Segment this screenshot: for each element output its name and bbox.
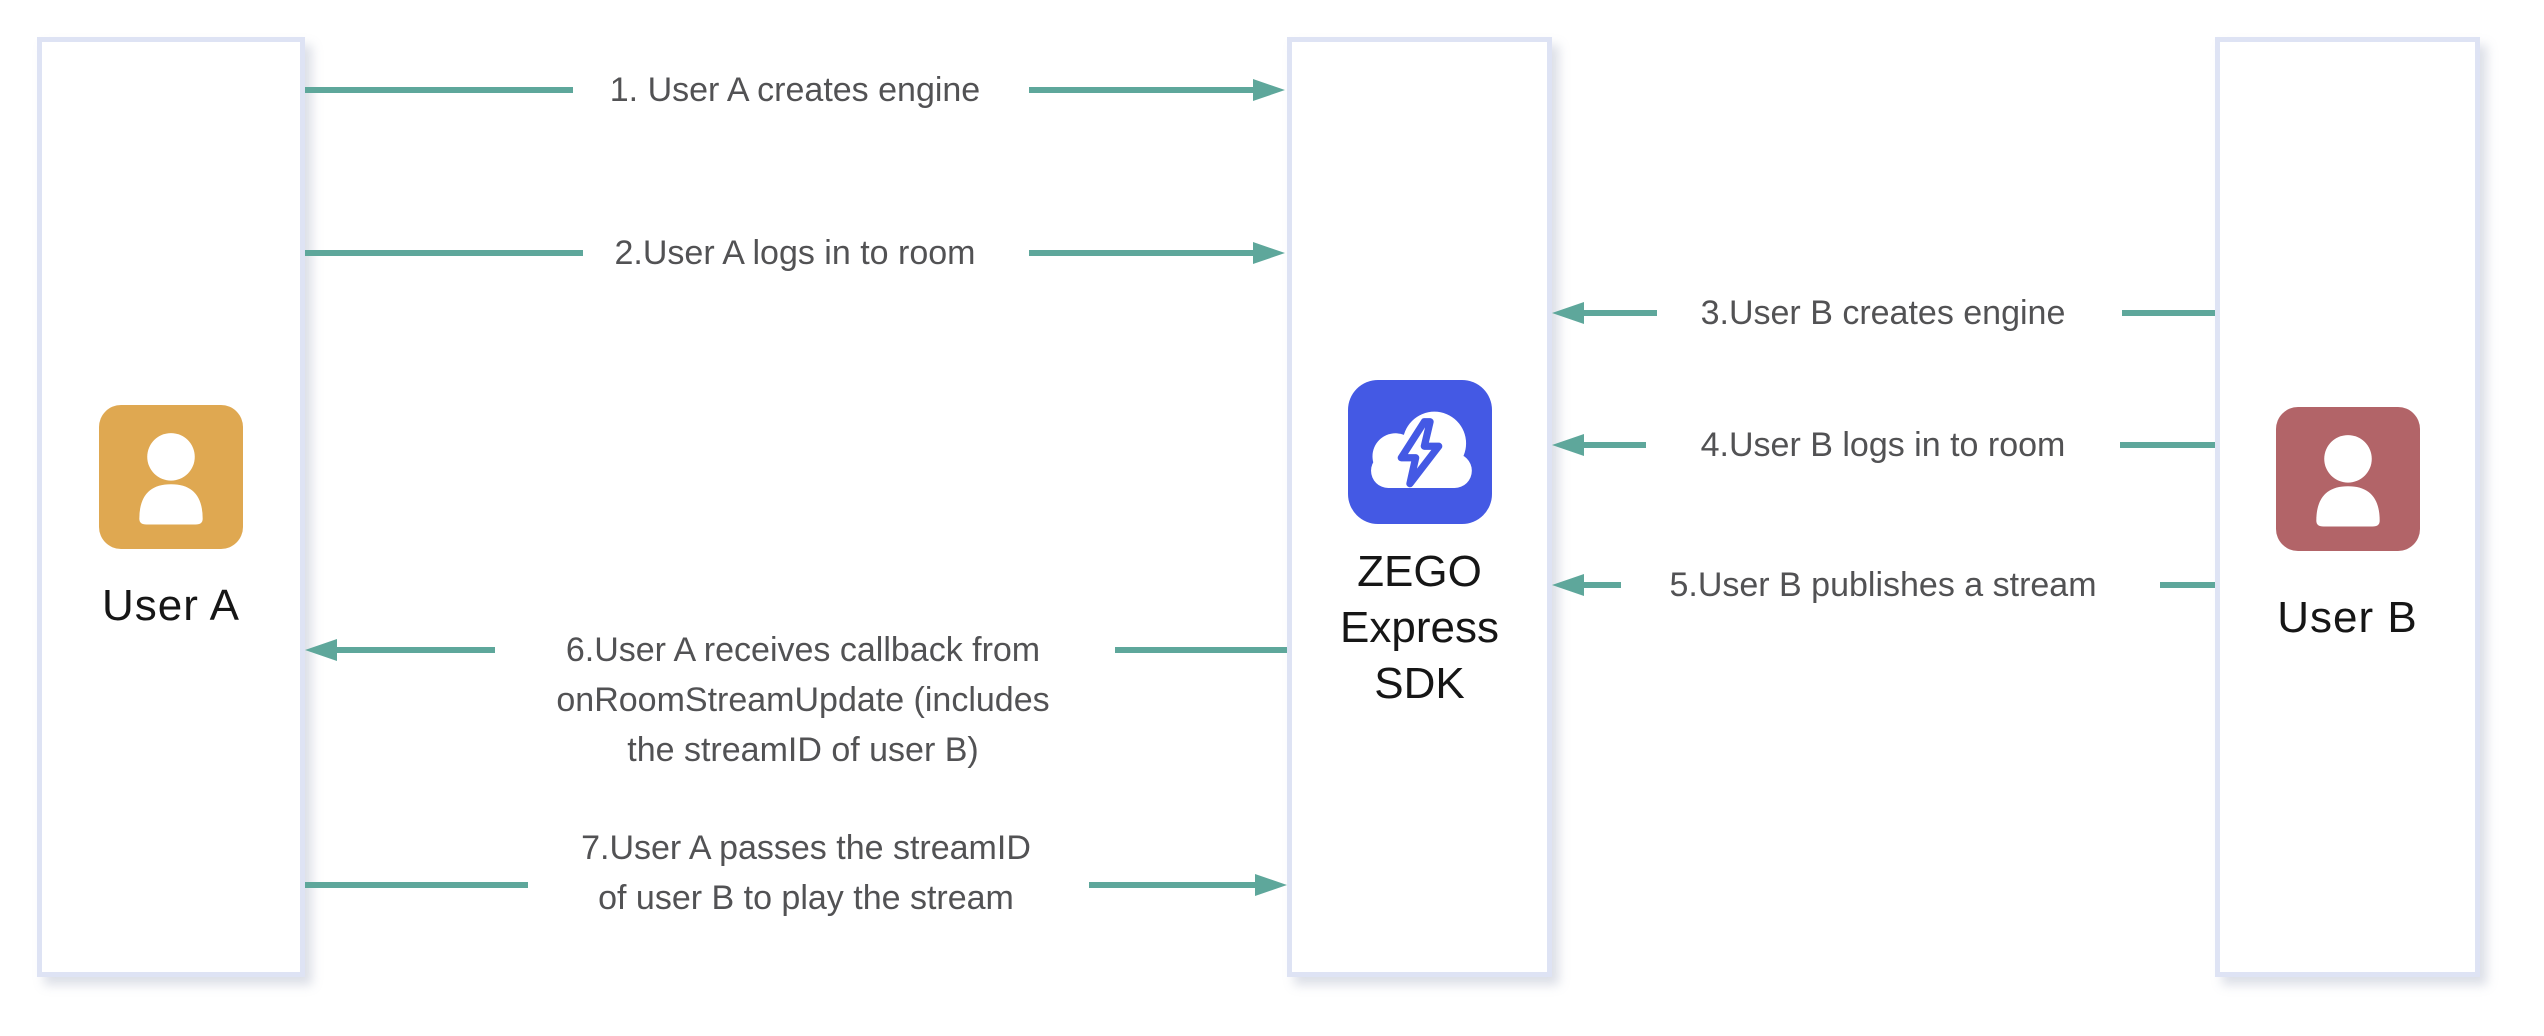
- message-3-line-right: [2122, 310, 2215, 316]
- message-7-line-left: [305, 882, 528, 888]
- user-b-person-icon: [2275, 407, 2420, 551]
- message-7-label-line-1: 7.User A passes the streamID: [581, 829, 1031, 867]
- sdk-cloud-lightning-icon: [1347, 380, 1492, 524]
- message-1-label: 1. User A creates engine: [609, 71, 981, 109]
- sdk-name-line-1: ZEGO: [1357, 547, 1482, 596]
- message-1-line-left: [305, 87, 573, 93]
- actor-name-user-b: User B: [2277, 593, 2418, 642]
- message-5-line-right: [2160, 582, 2215, 588]
- message-4-label: 4.User B logs in to room: [1700, 426, 2066, 464]
- message-3-arrowhead-left: [1552, 302, 1657, 324]
- actor-name-sdk: ZEGO Express SDK: [1292, 544, 1547, 712]
- user-a-person-icon: [99, 405, 243, 549]
- message-6-label: 6.User A receives callback from onRoomSt…: [556, 625, 1049, 775]
- message-6-arrowhead-left: [305, 639, 495, 661]
- message-6-label-line-3: the streamID of user B): [627, 731, 979, 769]
- actor-lane-user-b: User B: [2215, 37, 2480, 977]
- message-4-line-right: [2120, 442, 2215, 448]
- message-7-label-line-2: of user B to play the stream: [598, 879, 1014, 917]
- message-6-line-right: [1115, 647, 1287, 653]
- actor-lane-user-a: User A: [37, 37, 305, 977]
- person-icon: [2315, 435, 2380, 527]
- sdk-name-line-2: Express: [1340, 603, 1499, 652]
- person-icon: [139, 433, 203, 525]
- message-4-arrowhead-left: [1552, 434, 1646, 456]
- actor-name-user-a: User A: [101, 581, 241, 630]
- message-2-label: 2.User A logs in to room: [614, 234, 976, 272]
- sdk-name-line-3: SDK: [1374, 659, 1465, 708]
- cloud-lightning-icon: [1370, 411, 1472, 488]
- actor-lane-sdk: ZEGO Express SDK: [1287, 37, 1552, 977]
- message-7-arrowhead-right: [1089, 874, 1287, 896]
- message-5-label: 5.User B publishes a stream: [1669, 566, 2097, 604]
- message-1-arrowhead-right: [1029, 79, 1285, 101]
- message-3-label: 3.User B creates engine: [1700, 294, 2066, 332]
- message-2-line-left: [305, 250, 583, 256]
- message-6-label-line-2: onRoomStreamUpdate (includes: [556, 681, 1050, 719]
- message-7-label: 7.User A passes the streamID of user B t…: [581, 823, 1031, 923]
- message-2-arrowhead-right: [1029, 242, 1285, 264]
- message-5-arrowhead-left: [1552, 574, 1621, 596]
- message-6-label-line-1: 6.User A receives callback from: [565, 631, 1041, 669]
